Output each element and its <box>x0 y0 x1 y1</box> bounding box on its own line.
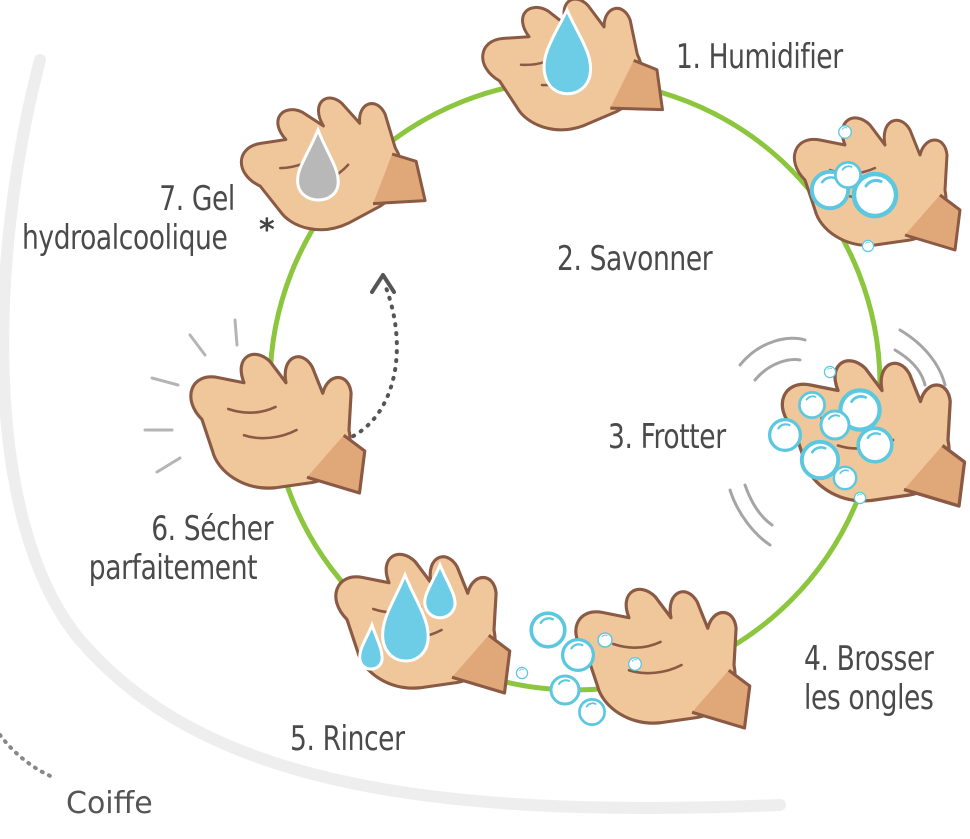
step-1-label: 1. Humidifier <box>676 38 843 77</box>
step-4-label: 4. Brosser les ongles <box>804 640 933 718</box>
step-6-label-line-1: 6. Sécher <box>120 510 273 549</box>
asterisk-icon: * <box>259 213 275 248</box>
step-7-label: 7. Gel hydroalcoolique <box>22 180 235 258</box>
dotted-arrow-icon <box>345 285 397 440</box>
coiffe-dotted-line <box>0 735 55 778</box>
step-7-label-line-1: 7. Gel <box>22 180 235 219</box>
step-6-label-line-2: parfaitement <box>89 549 273 588</box>
step-6-label: 6. Sécher parfaitement <box>120 510 273 588</box>
dotted-arrow-head <box>372 275 394 292</box>
step-2-label: 2. Savonner <box>557 240 712 279</box>
step-7-label-line-2: hydroalcoolique <box>22 219 235 258</box>
step-5-label: 5. Rincer <box>290 720 405 759</box>
step-3-label: 3. Frotter <box>608 418 726 457</box>
step-4-label-line-1: 4. Brosser <box>804 640 933 679</box>
step-6-hand-icon <box>191 354 365 493</box>
step-4-label-line-2: les ongles <box>804 679 933 718</box>
footer-coiffe-label: Coiffe <box>66 786 153 821</box>
